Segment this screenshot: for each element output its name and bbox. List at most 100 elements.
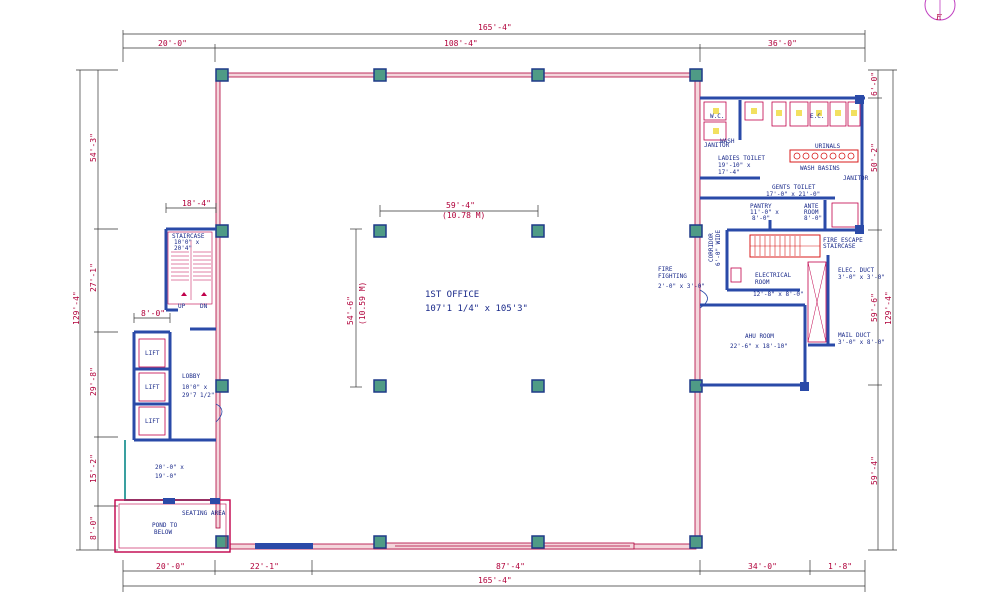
dim-top-left: 20'-0"	[158, 39, 187, 48]
column	[215, 379, 229, 393]
dim-right-4: 59'-4"	[870, 456, 879, 485]
ladies-toilet-name: LADIES TOILET	[718, 155, 765, 162]
dim-left-3: 29'-8"	[89, 367, 98, 396]
passage-size-1: 20'-0" x	[155, 464, 184, 471]
pantry-size-2: 8'-0"	[752, 215, 770, 222]
dim-left-2: 27'-1"	[89, 263, 98, 292]
dim-bottom-3: 87'-4"	[496, 562, 525, 571]
dim-bottom-4: 34'-0"	[748, 562, 777, 571]
structural-columns	[215, 68, 703, 549]
dim-stair-width: 18'-4"	[182, 199, 211, 208]
ahu-room-size: 22'-6" x 18'-10"	[730, 343, 788, 350]
lift-shaft	[138, 338, 166, 368]
electrical-room-name: ELECTRICAL	[755, 272, 792, 279]
janitor-label-2: JANITOR	[843, 175, 869, 182]
column	[373, 224, 387, 238]
pond-label: POND TO	[152, 522, 178, 529]
column	[215, 68, 229, 82]
fire-fighting-size: 2'-0" x 3'-0"	[658, 283, 705, 290]
pantry-small-room	[831, 202, 859, 228]
lift-walls	[134, 367, 170, 406]
ante-room-size: 8'-0"	[804, 215, 822, 222]
stair-width-dim: 18'-4"	[165, 199, 217, 213]
dim-span-v-m: (10.59 M)	[358, 282, 367, 325]
wc-yellow-fills	[713, 108, 857, 134]
ladies-toilet-size-2: 17'-4"	[718, 169, 740, 176]
column	[531, 224, 545, 238]
ladies-toilet-size-1: 19'-10" x	[718, 162, 751, 169]
column	[531, 535, 545, 549]
lobby-size-2: 29'7 1/2"	[182, 392, 215, 399]
dim-left-4: 15'-2"	[89, 454, 98, 483]
stair-up-label: UP	[178, 303, 186, 310]
lobby-name: LOBBY	[182, 373, 200, 380]
dim-span-h-m: (10.78 M)	[442, 211, 485, 220]
dim-right-2: 50'-2"	[870, 143, 879, 172]
lobby-door[interactable]	[215, 403, 223, 423]
dim-left-5: 8'-0"	[89, 516, 98, 540]
mail-duct-label: MAIL DUCT	[838, 332, 871, 339]
compass-rose: E	[924, 0, 956, 22]
lift-shafts	[138, 338, 166, 436]
dim-span-h: 59'-4"	[446, 201, 475, 210]
column	[373, 68, 387, 82]
dim-top-right: 36'-0"	[768, 39, 797, 48]
column	[689, 535, 703, 549]
urinal-circles	[793, 152, 855, 160]
right-core-columns	[800, 95, 864, 391]
staircase-name: STAIRCASE	[172, 233, 205, 240]
ec-label: E.C.	[810, 113, 824, 120]
lift-3-label: LIFT	[145, 418, 160, 425]
wc-label: W.C.	[710, 113, 724, 120]
bottom-dimensions: 20'-0" 22'-1" 87'-4" 34'-0" 1'-8" 165'-4…	[122, 560, 866, 592]
fire-fighting-label: FIRE	[658, 266, 673, 273]
column	[689, 224, 703, 238]
lift-shaft	[138, 406, 166, 436]
ahu-door[interactable]	[699, 289, 708, 309]
pantry-size-1: 11'-0" x	[750, 209, 779, 216]
fire-escape-label-2: STAIRCASE	[823, 243, 856, 250]
dim-bottom-overall: 165'-4"	[478, 576, 512, 585]
column	[531, 379, 545, 393]
office-name: 1ST OFFICE	[425, 290, 479, 300]
dim-top-mid: 108'-4"	[444, 39, 478, 48]
stair-arrow-up-icon	[181, 292, 187, 296]
dim-bottom-5: 1'-8"	[828, 562, 852, 571]
fire-stair-treads	[750, 236, 820, 256]
lift-2-label: LIFT	[145, 384, 160, 391]
electrical-room-size: 12'-8" x 8'-0"	[753, 291, 804, 298]
lift-1-label: LIFT	[145, 350, 160, 357]
stair-treads	[171, 240, 211, 300]
dim-right-1: 6'-0"	[870, 72, 879, 96]
dim-top-overall: 165'-4"	[478, 23, 512, 32]
stair-arrow-dn-icon	[201, 292, 207, 296]
left-core	[132, 227, 216, 442]
column	[689, 68, 703, 82]
urinals-label: URINALS	[815, 143, 841, 150]
lift-shaft	[138, 372, 166, 402]
pantry-name: PANTRY	[750, 203, 772, 210]
dim-span-v: 54'-6"	[346, 296, 355, 325]
ahu-room-name: AHU ROOM	[745, 333, 774, 340]
staircase-size-2: 20'4"	[174, 245, 192, 252]
fire-fighting-label-2: FIGHTING	[658, 273, 687, 280]
left-dimensions: 129'-4" 54'-3" 27'-1" 29'-8" 15'-2" 8'-0…	[72, 69, 118, 551]
pond-area	[114, 440, 231, 553]
passage-size-2: 19'-0"	[155, 473, 177, 480]
corridor-size: 6'-0" WIDE	[715, 229, 722, 266]
lobby-size-1: 10'0" x	[182, 384, 208, 391]
dim-bottom-1: 20'-0"	[156, 562, 185, 571]
elec-duct	[807, 261, 827, 343]
gents-toilet-size: 17'-0" x 21'-0"	[766, 191, 820, 198]
staircase-flight	[167, 231, 213, 305]
stair-dn-label: DN	[200, 303, 208, 310]
ante-room-name-2: ROOM	[804, 209, 819, 216]
toilet-cubicles	[703, 101, 861, 141]
column	[373, 535, 387, 549]
electrical-room-name-2: ROOM	[755, 279, 770, 286]
seating-label: SEATING AREA	[182, 510, 226, 517]
fire-fighting-shaft	[730, 267, 742, 283]
right-dimensions: 6'-0" 50'-2" 59'-6" 59'-4" 129'-4"	[868, 69, 897, 551]
wash-label: WASH	[720, 138, 735, 145]
urinals	[789, 149, 859, 163]
